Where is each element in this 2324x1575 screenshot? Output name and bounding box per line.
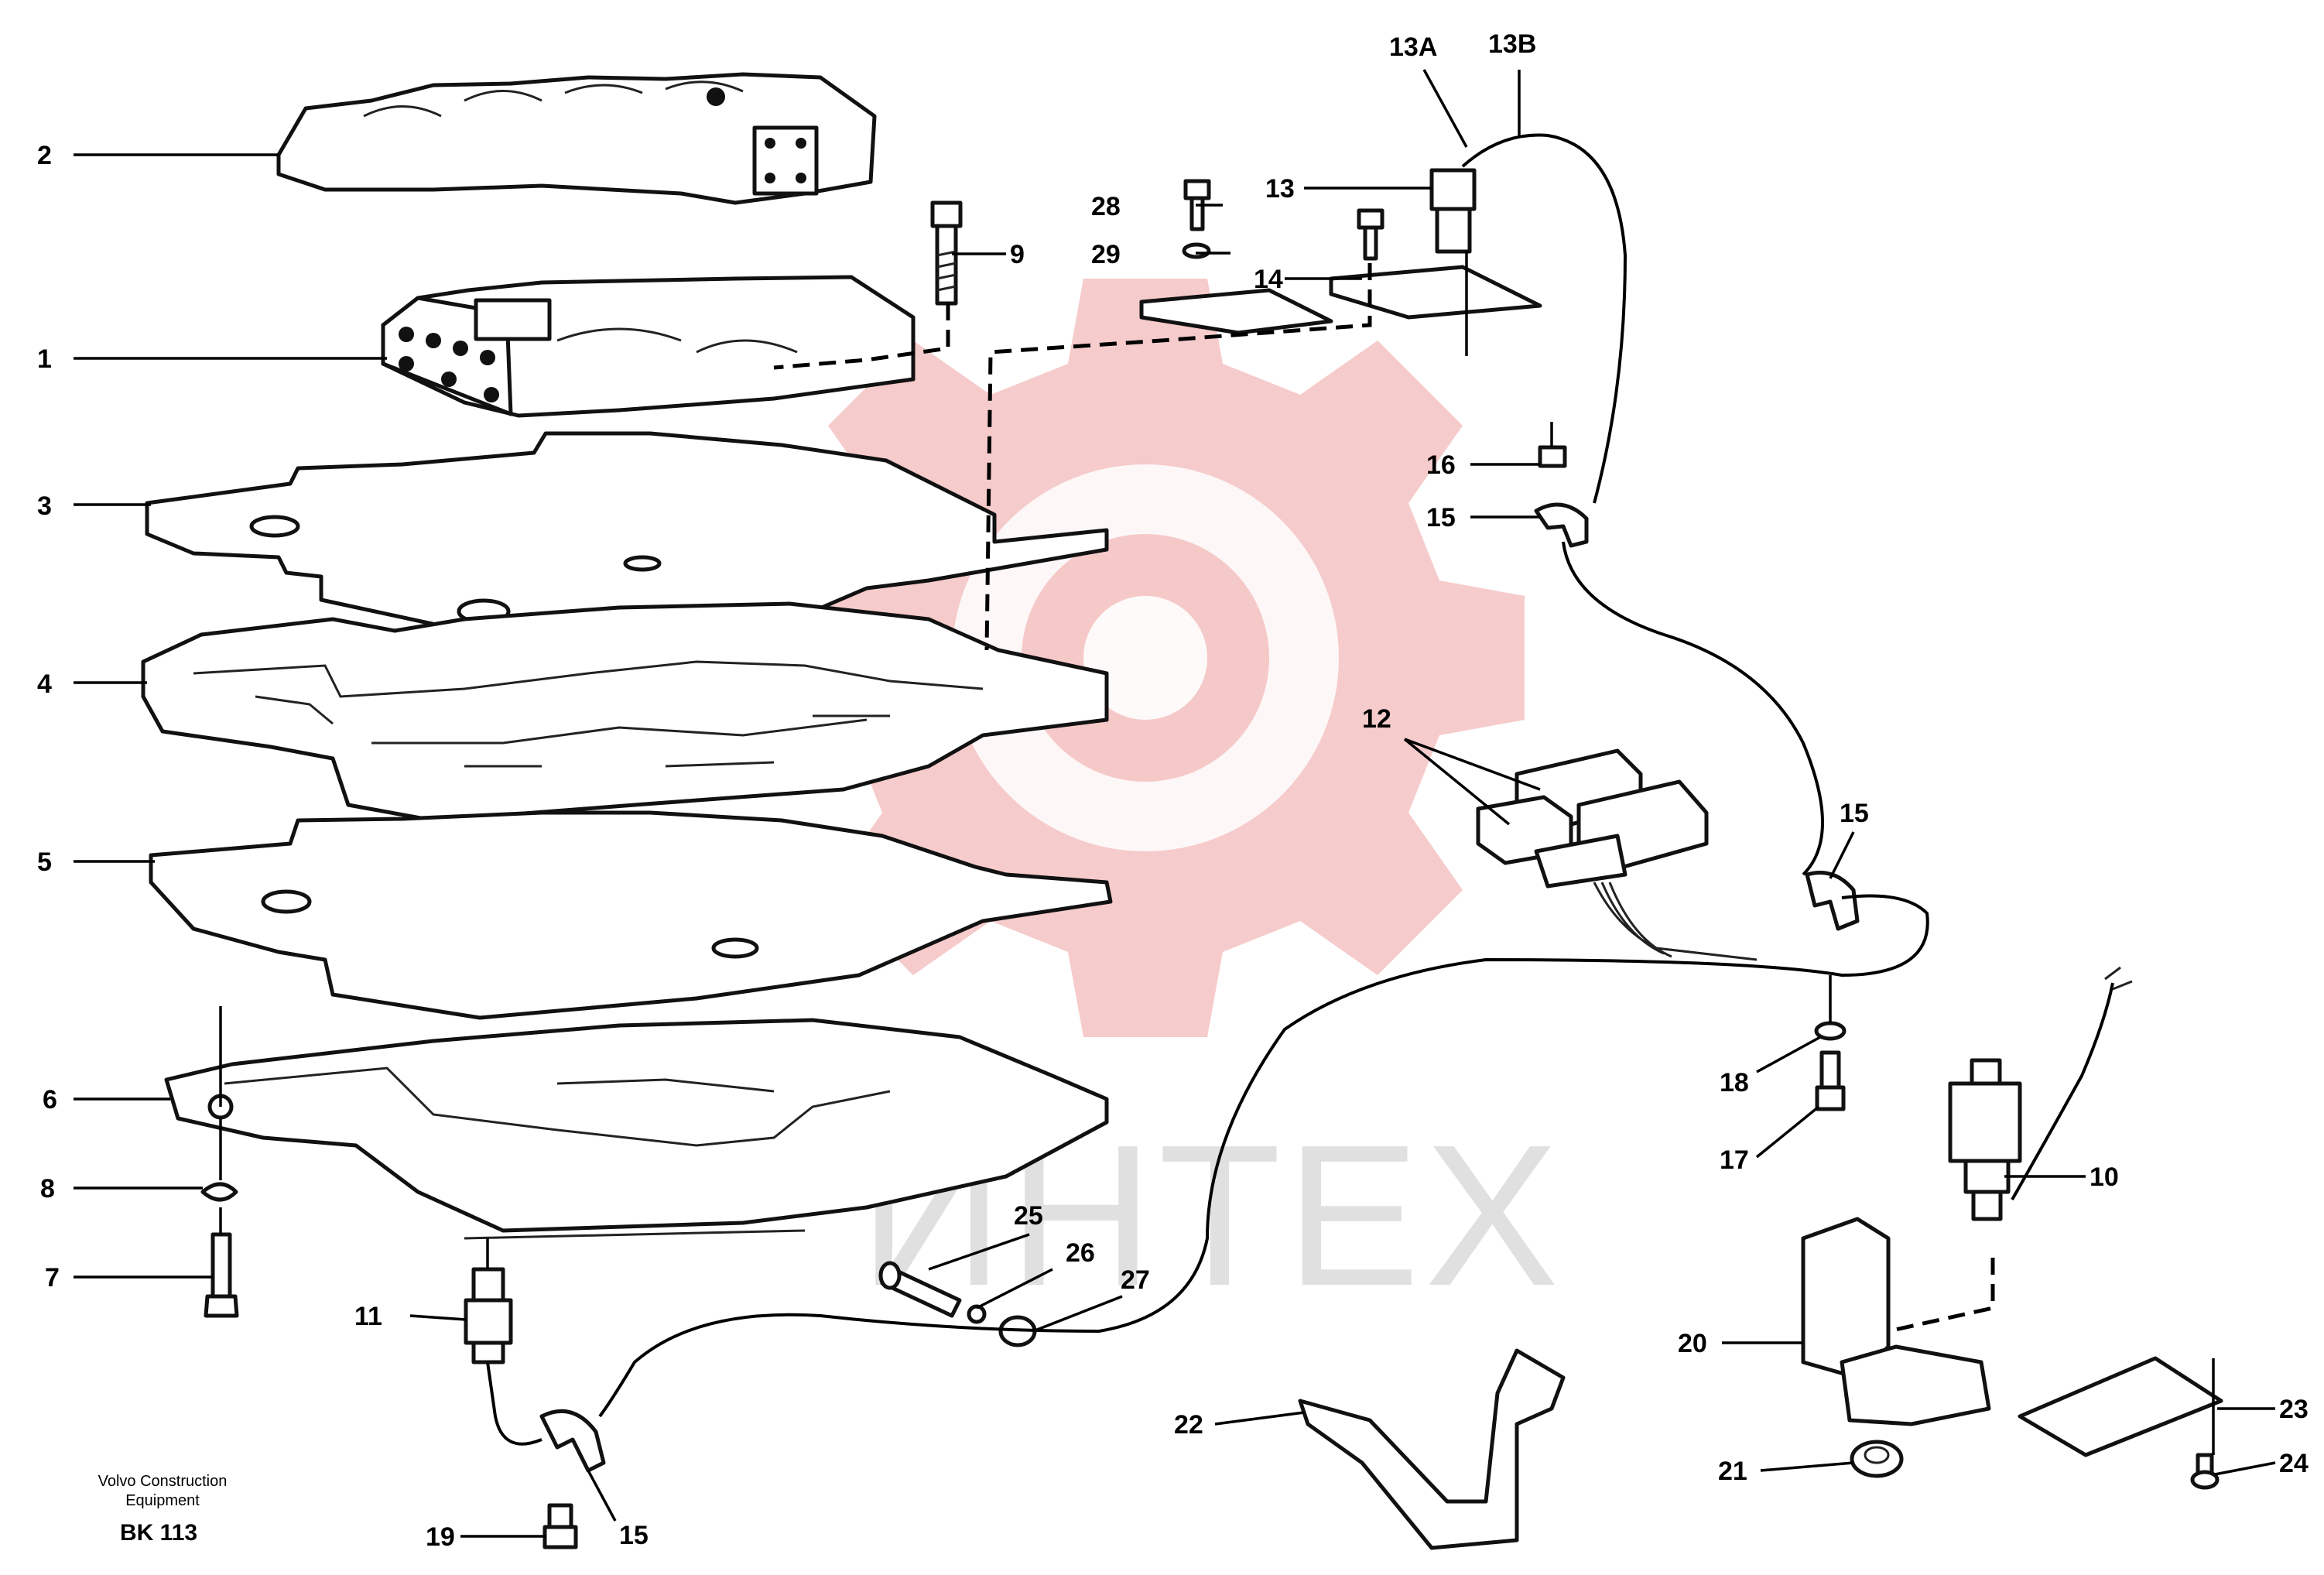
part-14-bracket (1139, 265, 1542, 335)
callout-21: 21 (1718, 1457, 1747, 1486)
part-24-screw (2190, 1453, 2220, 1490)
part-15-clamp-bottom (539, 1409, 606, 1473)
callout-5: 5 (37, 847, 52, 877)
assembly-lines (219, 252, 2215, 1455)
part-bolt-14 (1357, 208, 1384, 261)
callout-7: 7 (45, 1263, 60, 1293)
callout-9: 9 (1010, 240, 1025, 269)
callout-17: 17 (1720, 1145, 1749, 1175)
part-3-separator-plate (145, 431, 1109, 637)
callout-22: 22 (1174, 1410, 1203, 1440)
footer-company-line2: Equipment (125, 1492, 200, 1509)
part-11-sensor (464, 1267, 513, 1364)
footer-code: BK 113 (120, 1520, 197, 1546)
part-16-nut (1538, 445, 1567, 468)
part-19-screw (542, 1503, 578, 1549)
part-21-nut (1850, 1440, 1904, 1478)
callout-27: 27 (1121, 1265, 1150, 1295)
callout-8: 8 (40, 1174, 55, 1204)
footer-company-line1: Volvo Construction (98, 1473, 228, 1490)
callout-13b: 13B (1488, 29, 1536, 59)
part-10-sensor (1948, 1058, 2022, 1221)
callout-4: 4 (37, 669, 52, 699)
callout-15-middle: 15 (1426, 503, 1456, 532)
callout-15-right: 15 (1840, 799, 1869, 828)
part-26-o-ring (967, 1304, 987, 1324)
part-1-valve-housing (381, 275, 916, 418)
part-5-gasket (149, 810, 1113, 1020)
part-15-clamp-middle (1534, 502, 1589, 548)
callout-28: 28 (1091, 192, 1121, 221)
part-23-cover-plate (2018, 1356, 2223, 1457)
part-25-plug (878, 1261, 962, 1318)
footer: Volvo Construction Equipment BK 113 (98, 1473, 228, 1546)
callout-12: 12 (1362, 704, 1391, 734)
part-22-u-bracket (1298, 1348, 1566, 1550)
callout-1: 1 (37, 344, 52, 374)
part-20-bracket (1801, 1217, 1991, 1426)
part-2-top-cover (276, 72, 877, 205)
callout-15-bottom: 15 (619, 1521, 649, 1550)
callout-23: 23 (2279, 1395, 2309, 1424)
callout-19: 19 (426, 1522, 455, 1552)
callout-11: 11 (354, 1302, 382, 1331)
part-8-washer (200, 1182, 238, 1202)
callout-24: 24 (2279, 1449, 2309, 1478)
callout-16: 16 (1426, 450, 1456, 480)
callout-3: 3 (37, 491, 52, 521)
callout-14: 14 (1254, 265, 1283, 294)
part-6-base-plate (164, 1018, 1109, 1240)
callout-10: 10 (2090, 1162, 2119, 1192)
callout-13: 13 (1265, 174, 1295, 204)
callout-20: 20 (1678, 1329, 1707, 1358)
callout-26: 26 (1066, 1238, 1095, 1268)
part-15-clamp-right (1805, 871, 1860, 931)
part-7-bolt (204, 1232, 239, 1318)
part-18-washer (1814, 1021, 1847, 1041)
callout-6: 6 (43, 1085, 57, 1114)
part-4-valve-body (141, 601, 1109, 823)
callout-13a: 13A (1389, 33, 1437, 62)
part-17-bolt (1815, 1050, 1846, 1111)
callout-25: 25 (1014, 1201, 1043, 1231)
part-29-washer (1182, 242, 1211, 259)
callout-leaders (74, 69, 2276, 1538)
part-12-connectors (1476, 748, 1758, 961)
callout-18: 18 (1720, 1068, 1749, 1097)
callout-2: 2 (37, 141, 52, 170)
wiring (486, 133, 2133, 1446)
callouts: 1 2 3 4 5 6 7 8 9 10 11 12 13 13A 13B 14… (37, 29, 2309, 1552)
callout-29: 29 (1091, 240, 1121, 269)
part-13-sensor (1429, 168, 1477, 254)
